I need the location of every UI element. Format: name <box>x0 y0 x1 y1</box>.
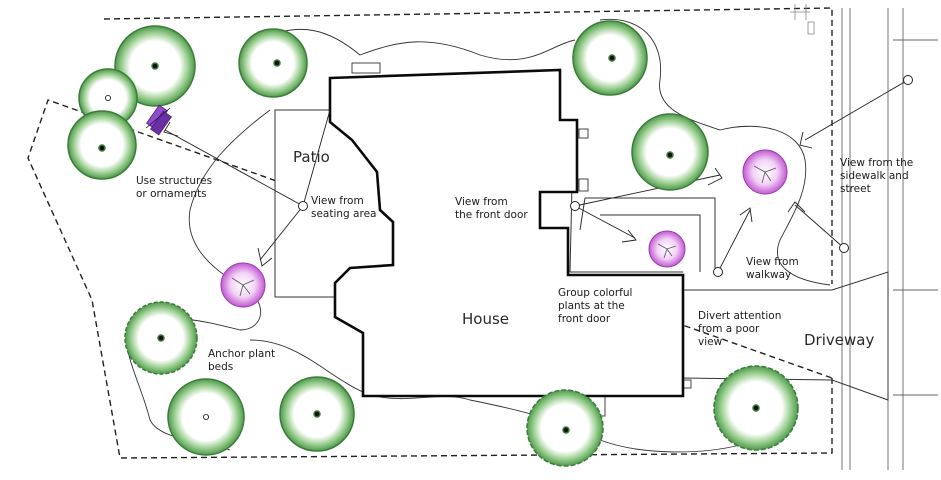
tree <box>526 389 604 467</box>
driveway-label: Driveway <box>804 331 875 349</box>
driveway <box>682 271 889 401</box>
flower <box>220 262 266 308</box>
flower <box>742 149 788 195</box>
street-sign <box>790 4 815 35</box>
walkway <box>569 184 716 273</box>
trees <box>67 20 799 467</box>
sight-lines <box>164 79 909 273</box>
tree <box>167 378 245 456</box>
street-lines <box>841 8 938 470</box>
flowers <box>220 149 788 308</box>
tree <box>124 301 198 375</box>
house-outline <box>328 68 685 398</box>
tree <box>238 28 308 98</box>
house-label: House <box>462 310 510 328</box>
view-points <box>298 75 913 277</box>
tree <box>713 365 799 451</box>
property-boundary <box>27 7 833 459</box>
ornament <box>145 104 172 136</box>
view-arrows <box>163 121 813 267</box>
tree <box>67 110 137 180</box>
tree <box>572 20 648 96</box>
patio-label: Patio <box>293 148 330 166</box>
tree <box>279 376 355 452</box>
tree <box>631 113 709 191</box>
flower <box>648 230 686 268</box>
